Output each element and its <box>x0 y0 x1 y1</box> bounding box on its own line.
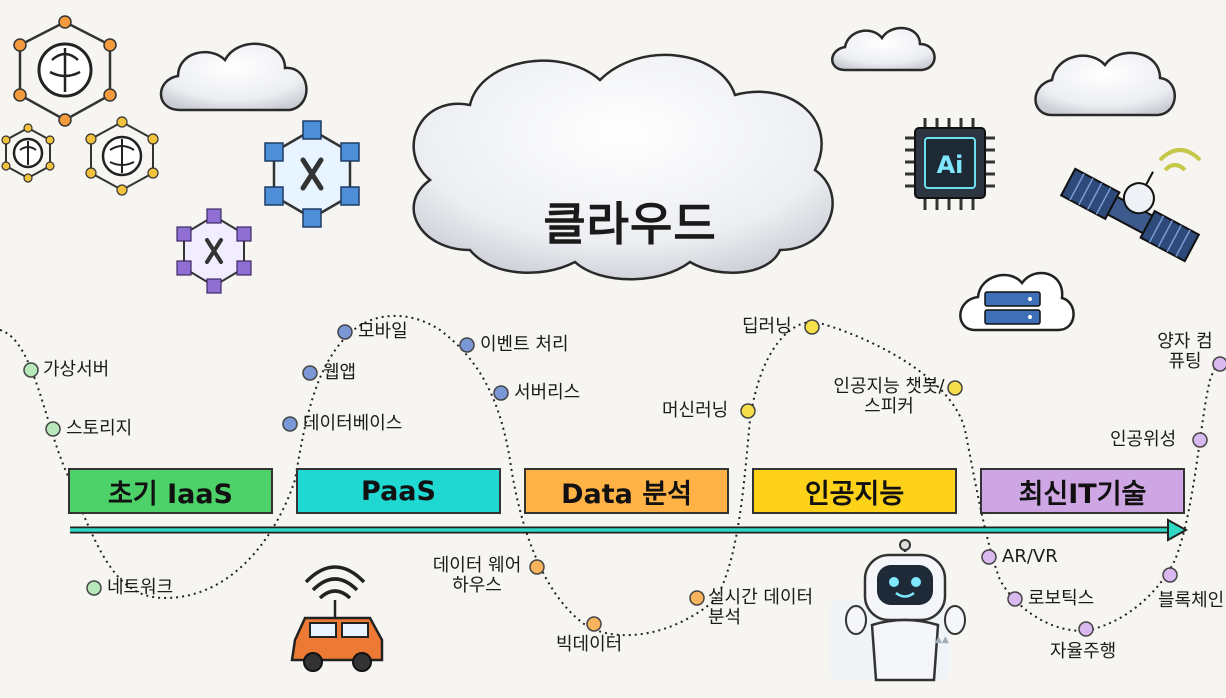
milestone-dot <box>23 362 39 378</box>
blockchain-icon <box>176 208 252 294</box>
small-cloud-icon <box>159 42 308 112</box>
milestone-label: AR/VR <box>1002 546 1058 567</box>
milestone-dot <box>804 319 820 335</box>
milestone-dot <box>337 324 353 340</box>
milestone-dot <box>86 580 102 596</box>
blockchain-icon <box>264 120 360 228</box>
milestone-dot <box>586 616 602 632</box>
timeline-arrow <box>70 518 1189 542</box>
robot-icon <box>830 539 966 682</box>
milestone-dot <box>689 590 705 606</box>
stage-latest-it: 최신IT기술 <box>980 468 1185 514</box>
milestone-label: 웹앱 <box>323 362 357 383</box>
milestone-label: 데이터베이스 <box>303 413 403 434</box>
milestone-dot <box>302 365 318 381</box>
milestone-label: 네트워크 <box>107 577 174 598</box>
milestone-label: 데이터 웨어하우스 <box>432 555 522 596</box>
small-cloud-icon <box>831 26 936 72</box>
milestone-label: 가상서버 <box>43 359 110 380</box>
svg-text:Ai: Ai <box>937 151 964 179</box>
small-cloud-icon <box>1034 51 1176 117</box>
cloud-icon <box>412 53 834 281</box>
milestone-label: 모바일 <box>358 321 408 342</box>
brain-network-icon <box>85 116 159 196</box>
ai-chip-icon: Ai <box>905 118 995 210</box>
milestone-label: 서버리스 <box>514 382 581 403</box>
stage-paas: PaaS <box>296 468 501 514</box>
page-title: 클라우드 <box>543 197 717 251</box>
milestone-label: 자율주행 <box>1050 641 1117 662</box>
milestone-dot <box>947 380 963 396</box>
milestone-label: 딥러닝 <box>742 316 792 337</box>
brain-network-icon <box>1 123 55 183</box>
milestone-dot <box>981 549 997 565</box>
autonomous-car-icon <box>290 565 384 672</box>
milestone-label: 로보틱스 <box>1028 588 1095 609</box>
satellite-icon <box>1059 148 1202 263</box>
robot-screen-text: ▲▲ <box>935 635 949 645</box>
milestone-label: 머신러닝 <box>662 400 729 421</box>
milestone-label: 스토리지 <box>66 418 133 439</box>
milestone-dot <box>1007 591 1023 607</box>
milestone-dot <box>493 385 509 401</box>
brain-network-icon <box>13 15 117 127</box>
milestone-dot <box>45 421 61 437</box>
milestone-label: 이벤트 처리 <box>480 334 569 355</box>
stage-ai: 인공지능 <box>752 468 957 514</box>
milestone-label: 블록체인 <box>1158 590 1225 611</box>
milestone-dot <box>740 403 756 419</box>
stage-data-analysis: Data 분석 <box>524 468 729 514</box>
milestone-label: 양자 컴퓨팅 <box>1157 331 1213 372</box>
milestone-label: 인공지능 챗봇/스피커 <box>833 376 945 417</box>
milestone-label: 인공위성 <box>1110 429 1177 450</box>
stage-iaas: 초기 IaaS <box>68 468 273 514</box>
cloud-server-icon <box>959 271 1075 332</box>
milestone-dot <box>459 337 475 353</box>
milestone-dot <box>529 559 545 575</box>
milestone-dot <box>1192 432 1208 448</box>
milestone-label: 실시간 데이터 분석 <box>708 587 814 628</box>
milestone-dot <box>282 416 298 432</box>
milestone-label: 빅데이터 <box>556 634 623 655</box>
timeline-path <box>0 314 1226 637</box>
milestone-dot <box>1078 621 1094 637</box>
milestone-dot <box>1212 356 1226 372</box>
milestone-dot <box>1162 567 1178 583</box>
